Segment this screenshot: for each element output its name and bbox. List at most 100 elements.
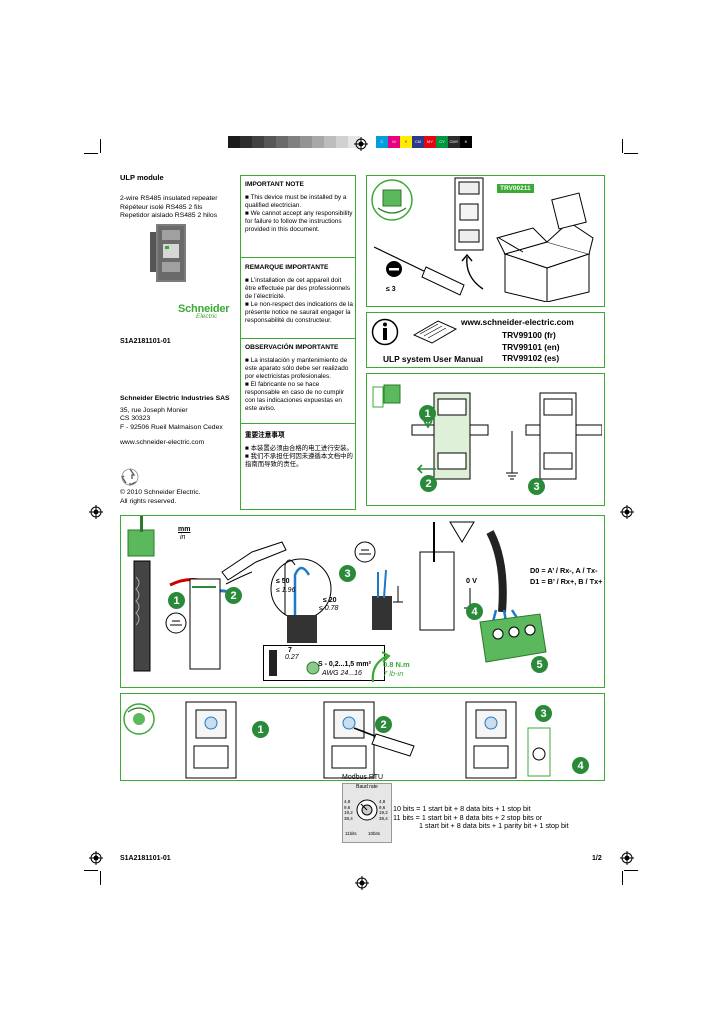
strip-length-7-in: 0.27 [285,654,299,661]
manual-label: ULP system User Manual [383,354,483,364]
cable-prep-drawing [133,560,235,672]
note-en: IMPORTANT NOTE ■ This device must be ins… [245,181,353,234]
unit-mm: mm [178,526,191,533]
address-line: 35, rue Joseph Monier [120,406,188,414]
unit-in: in [180,534,186,541]
step-5-badge: 5 [531,656,548,673]
step-3-badge: 3 [535,705,552,722]
baud-panel [120,693,605,781]
copyright: © 2010 Schneider Electric. All rights re… [120,489,201,506]
tool-icon [165,612,187,634]
screwdriver-drawing [373,246,465,296]
wire-awg: AWG 24...16 [322,670,362,677]
wiring-panel [120,515,605,688]
gray-swatch [288,136,300,148]
gray-swatch [264,136,276,148]
bit-line: 11 bits = 1 start bit + 8 data bits + 2 … [393,812,543,822]
step-1-badge: 1 [168,592,185,609]
manual-panel [366,312,605,368]
torque-value: 0.8 N.m [383,660,410,669]
info-icon [371,318,399,346]
strip-length-20-in: ≤ 0.78 [319,605,339,612]
divider [240,338,356,339]
color-swatch: C [376,136,388,148]
registration-mark [89,851,103,865]
bits-b-label: 10bits [368,831,381,836]
torque-arrow-icon [371,651,391,683]
note-en-title: IMPORTANT NOTE [245,181,304,188]
gray-swatch [276,136,288,148]
step-1-badge: 1 [252,721,269,738]
registration-mark [354,137,368,151]
terminal-d0-label: D0 = A’ / Rx-, A / Tx- [530,566,598,575]
arrow-icon [461,253,484,290]
baud-value: 19,2 [344,810,353,815]
doc-ref: S1A2181101-01 [120,338,171,345]
strip-length-50-in: ≤ 1.96 [276,587,296,594]
crop-mark [100,871,101,885]
mounting-device-b [506,392,602,480]
wires-drawing [372,569,403,630]
manual-ref-fr: TRV99100 (fr) [502,330,556,340]
gray-swatch [312,136,324,148]
copyright-line: © 2010 Schneider Electric. [120,489,201,496]
cable-strip-icon [127,516,155,557]
gray-swatch [252,136,264,148]
manual-ref-en: TRV99101 (en) [502,341,560,352]
note-es-item: ■ El fabricante no se hace responsable e… [245,381,345,412]
baud-value: 9,6 [344,804,351,810]
modbus-label: Modbus RTU [342,774,384,781]
note-en-item: ■ We cannot accept any responsibility fo… [245,210,353,233]
baud-value: 9,6 [379,804,386,810]
copyright-line: All rights reserved. [120,497,177,505]
product-line-fr: Répéteur isolé RS485 2 fils [120,203,203,211]
schneider-logo: Schneider Electric [178,303,238,320]
baud-value: 4,8 [379,799,386,804]
divider [240,423,356,424]
gray-swatch [300,136,312,148]
registration-mark [89,505,103,519]
address-line: CS 30323 [120,415,151,423]
bits-a-label: 11bits [345,831,357,836]
open-box-drawing [496,192,594,302]
wire-length-drawing [270,558,332,643]
device-front-a [185,701,237,779]
gray-swatch [240,136,252,148]
manual-book-icon [412,320,458,344]
note-es-title: OBSERVACIÓN IMPORTANTE [245,344,339,351]
color-swatch: MY [424,136,436,148]
registration-mark [355,876,369,890]
registration-mark [620,505,634,519]
step-3-badge: 3 [528,478,545,495]
warning-triangle-icon [449,521,475,543]
note-es-item: ■ La instalación y mantenimiento de este… [245,357,349,380]
step-2-badge: 2 [225,587,242,604]
baud-right-values: 4,8 9,6 19,2 38,4 [379,799,388,821]
note-zh-item: ■ 本装置必须由合格的电工进行安装。 [245,445,353,452]
website-link[interactable]: www.schneider-electric.com [120,439,205,447]
crop-mark [100,139,101,153]
manual-refs: TRV99100 (fr) TRV99101 (en) TRV99102 (es… [502,330,560,365]
crop-mark [622,871,623,885]
note-fr: REMARQUE IMPORTANTE ■ L’installation de … [245,264,353,325]
strip-length-50: ≤ 50 [276,578,290,585]
company-block: Schneider Electric Industries SAS 35, ru… [120,395,240,448]
tool-icon [354,541,376,563]
bit-line: 1 start bit + 8 data bits + 1 parity bit… [419,821,569,831]
color-swatch: CM [412,136,424,148]
step-4-badge: 4 [466,603,483,620]
zero-v-label: 0 V [466,576,477,585]
mounting-device-a [411,392,489,480]
note-zh-item: ■ 我们不承担任何因未遵循本文档中的指南而导致的责任。 [245,453,353,468]
crop-mark [84,870,98,871]
unboxing-panel [366,175,605,307]
crop-mark [624,153,638,154]
manual-website[interactable]: www.schneider-electric.com [461,317,574,327]
device-front-c [465,701,551,779]
bit-line: 10 bits = 1 start bit + 8 data bits + 1 … [393,804,531,813]
wire-stripper-drawing [221,541,287,585]
screwdriver-size: ≤ 3 [386,286,396,293]
baud-value: 4,8 [344,799,351,804]
strip-length-20: ≤ 20 [323,597,337,604]
